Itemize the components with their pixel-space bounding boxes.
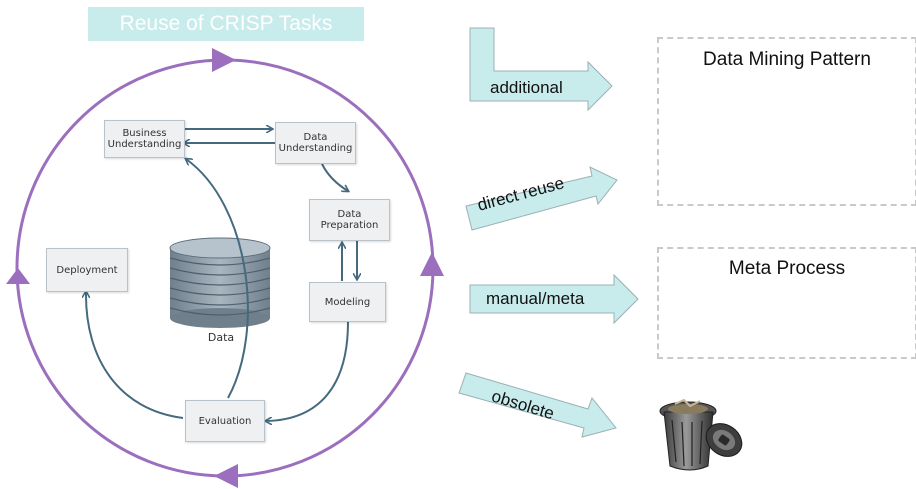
evaluation-box: Evaluation xyxy=(185,400,265,442)
meta-process-title: Meta Process xyxy=(728,258,846,279)
cycle-arrowhead-top xyxy=(212,48,236,72)
cycle-arrowhead-bottom xyxy=(214,464,238,488)
label-additional: additional xyxy=(490,78,563,97)
trash-can-icon xyxy=(659,398,743,471)
cycle-arrowhead-left xyxy=(6,268,30,284)
data-understanding-box: Data Understanding xyxy=(275,122,356,164)
business-understanding-box: Business Understanding xyxy=(104,120,185,158)
data-mining-pattern-panel: Data Mining Pattern xyxy=(657,37,916,206)
database-icon xyxy=(169,237,271,328)
block-arrow-obsolete xyxy=(458,372,617,438)
deployment-box: Deployment xyxy=(46,248,128,292)
modeling-box: Modeling xyxy=(309,282,386,322)
data-preparation-box: Data Preparation xyxy=(309,199,390,241)
cycle-arrowhead-right xyxy=(420,252,444,276)
block-arrow-additional xyxy=(469,27,613,112)
page-title: Reuse of CRISP Tasks xyxy=(88,7,364,41)
data-label: Data xyxy=(207,331,235,344)
crisp-flow-arrows xyxy=(86,129,357,421)
block-arrow-direct-reuse xyxy=(465,166,618,231)
pattern-title: Data Mining Pattern xyxy=(703,49,871,70)
meta-process-panel: Meta Process xyxy=(657,247,916,359)
label-manual-meta: manual/meta xyxy=(486,289,585,308)
block-arrow-manual-meta xyxy=(469,273,639,325)
